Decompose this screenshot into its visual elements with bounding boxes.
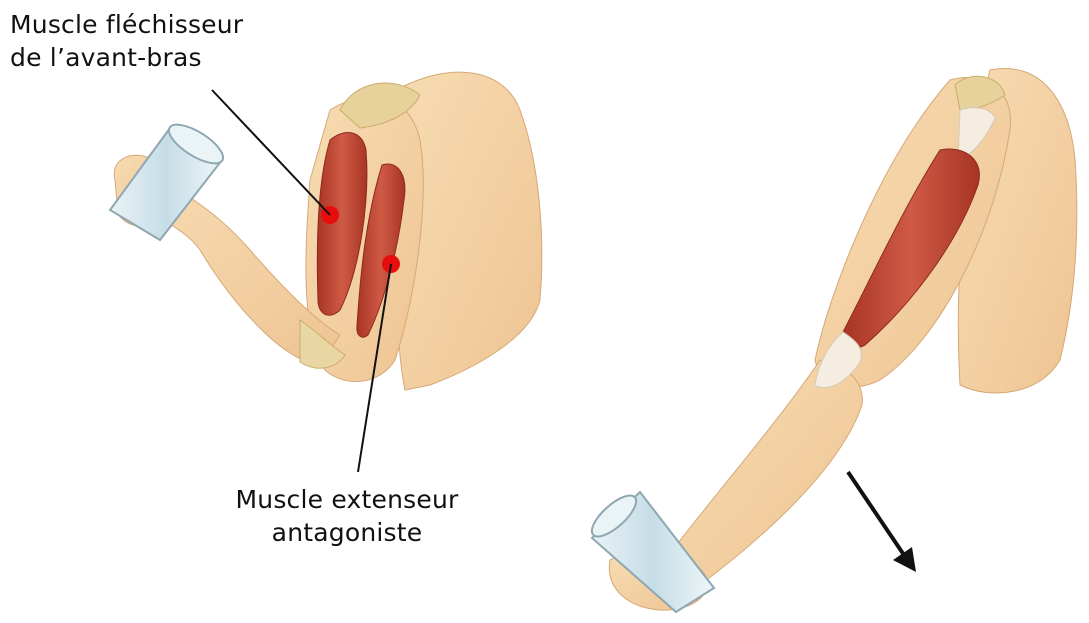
- extensor-label-line-2: antagoniste: [187, 516, 507, 549]
- flexor-label-line-1: Muscle fléchisseur: [10, 8, 243, 41]
- arrow-down-right-icon: [848, 472, 916, 572]
- flexor-muscle-label: Muscle fléchisseur de l’avant-bras: [10, 8, 243, 74]
- extensor-label-line-1: Muscle extenseur: [187, 483, 507, 516]
- right-forearm: [664, 360, 862, 588]
- flexor-label-line-2: de l’avant-bras: [10, 41, 243, 74]
- flexed-arm-figure: [110, 72, 542, 472]
- flexor-leader-line: [212, 90, 330, 215]
- extensor-muscle-label: Muscle extenseur antagoniste: [187, 483, 507, 549]
- extended-arm-figure: [586, 68, 1077, 612]
